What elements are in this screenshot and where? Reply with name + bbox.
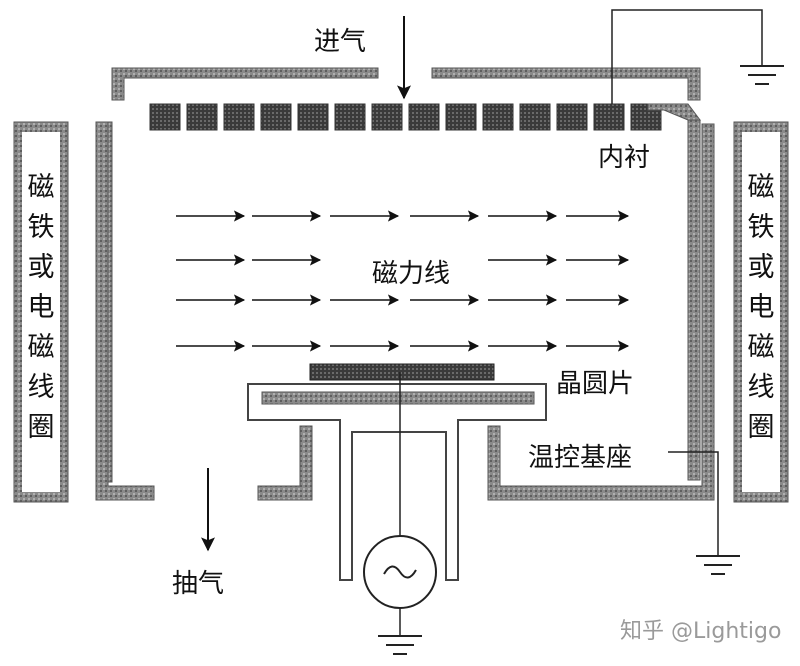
chuck-plate (261, 391, 535, 405)
showerhead-block (186, 103, 218, 131)
lid-left (111, 67, 379, 101)
liner-label: 内衬 (598, 143, 650, 173)
wafer (309, 363, 495, 381)
rf-source-circuit (363, 372, 437, 655)
liner-ground-wire (611, 9, 784, 104)
magnet-left-inner (22, 132, 60, 492)
chamber-outer-wall (95, 121, 715, 501)
magnet-label-char: 电 (748, 292, 775, 323)
ground-icon (696, 555, 740, 575)
wafer-label: 晶圆片 (556, 369, 634, 399)
showerhead-block (149, 103, 181, 131)
chuck-assembly (247, 363, 547, 581)
liner-right-wall (687, 119, 701, 481)
magnet-label-char: 磁 (28, 172, 55, 203)
ground-icon (378, 635, 422, 655)
showerhead-block (223, 103, 255, 131)
field-lines-label: 磁力线 (372, 259, 450, 289)
showerhead-block (334, 103, 366, 131)
outer-wall-left (95, 121, 155, 501)
lid-right (431, 67, 701, 101)
showerhead-block (445, 103, 477, 131)
chuck-label: 温控基座 (528, 443, 632, 473)
showerhead-block (260, 103, 292, 131)
magnetic-field-lines (176, 210, 630, 352)
chuck-ground-wire (668, 451, 740, 575)
magnet-label-char: 线 (28, 372, 55, 403)
outer-wall-right (487, 123, 715, 501)
magnet-label-char: 铁 (748, 212, 775, 243)
magnet-label-char: 磁 (28, 332, 55, 363)
showerhead-block (556, 103, 588, 131)
showerhead-block (297, 103, 329, 131)
watermark: 知乎 @Lightigo (620, 619, 781, 644)
liner-wire (611, 9, 763, 104)
magnet-label-char: 磁 (748, 332, 775, 363)
liner-top-right (647, 103, 701, 121)
ac-source-icon (363, 535, 437, 609)
chamber-lid (111, 67, 701, 101)
showerhead-blocks (149, 103, 662, 131)
magnet-label-char: 或 (748, 252, 775, 283)
magnet-label-char: 电 (28, 292, 55, 323)
magnet-label-char: 线 (748, 372, 775, 403)
magnet-label-char: 圈 (28, 412, 55, 443)
magnet-label-char: 铁 (28, 212, 55, 243)
showerhead-block (371, 103, 403, 131)
gas-in-label: 进气 (314, 27, 366, 57)
magnet-label-char: 圈 (748, 412, 775, 443)
chuck-wire (668, 451, 719, 556)
showerhead-block (482, 103, 514, 131)
outer-wall-bottom-left (257, 425, 313, 501)
magnet-label-char: 磁 (748, 172, 775, 203)
showerhead-block (519, 103, 551, 131)
showerhead-block (408, 103, 440, 131)
showerhead-block (593, 103, 625, 131)
magnet-right-inner (742, 132, 780, 492)
magnet-label-char: 或 (28, 252, 55, 283)
pump-out-label: 抽气 (172, 569, 224, 599)
ground-icon (740, 65, 784, 85)
